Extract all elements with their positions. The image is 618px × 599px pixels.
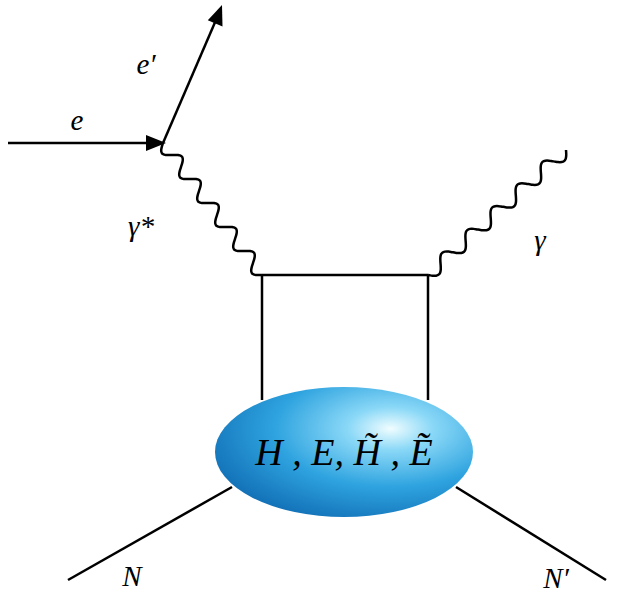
incoming-electron-line <box>8 142 150 145</box>
quark-line <box>427 275 430 400</box>
quark-line <box>262 274 428 277</box>
particle-label: N′ <box>543 564 569 593</box>
real-photon-wave <box>428 150 566 276</box>
arrowhead <box>208 5 223 27</box>
particle-label: e′ <box>136 50 155 79</box>
gpd-label: H , E, H̃ , Ẽ <box>255 433 432 471</box>
quark-line <box>261 275 264 400</box>
arrowhead <box>146 135 166 151</box>
particle-label: γ* <box>128 212 154 241</box>
outgoing-nucleon-line <box>456 487 606 580</box>
particle-label: γ <box>534 226 545 255</box>
incoming-nucleon-line <box>68 487 232 580</box>
blob-ellipse <box>215 387 473 517</box>
virtual-photon-wave <box>161 143 262 275</box>
gpd-blob: H , E, H̃ , Ẽ <box>214 386 474 518</box>
particle-label: e <box>71 106 84 135</box>
outgoing-electron-line <box>163 20 216 143</box>
particle-label: N <box>122 562 141 591</box>
